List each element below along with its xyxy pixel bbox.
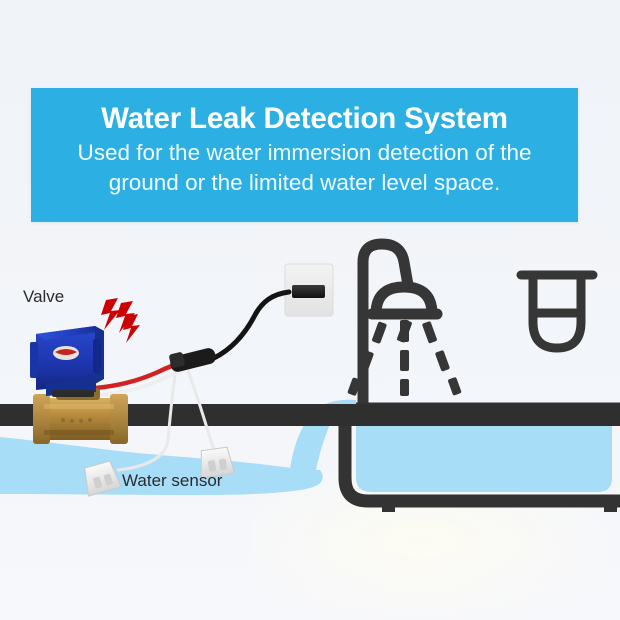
banner-subtitle-line-2: ground or the limited water level space.: [108, 170, 501, 195]
bathtub-foot-left: [382, 498, 395, 512]
alert-bolts-icon: [101, 298, 140, 343]
laundry-basket-icon: [516, 270, 598, 353]
floor-puddle: [0, 437, 323, 495]
cable-connector: [169, 348, 216, 372]
shower-head-icon: [347, 238, 462, 424]
valve-wire-white: [96, 368, 188, 397]
page-title: Water Leak Detection System: [101, 102, 508, 135]
controller-cable: [211, 289, 292, 361]
valve-actuator: [30, 326, 104, 397]
overflow-stream: [290, 399, 356, 470]
header-banner: Water Leak Detection System Used for the…: [31, 88, 578, 222]
banner-subtitle-line-1: Used for the water immersion detection o…: [77, 140, 532, 165]
valve-label: Valve: [23, 287, 65, 306]
sensor-lead-left: [116, 368, 178, 472]
controller-display-slot: [292, 285, 325, 298]
sensor-probe-left: [84, 460, 122, 497]
water-pipe: [0, 404, 620, 426]
water-sensor-label: Water sensor: [122, 471, 223, 490]
sensor-probe-right: [200, 446, 236, 479]
bathtub-foot-right: [604, 498, 617, 512]
